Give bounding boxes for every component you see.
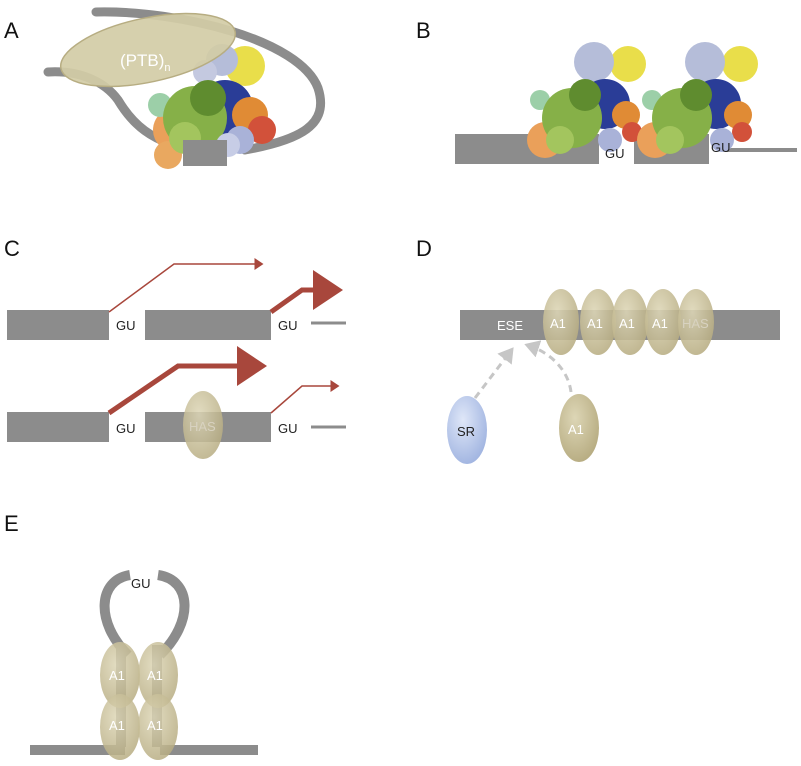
gu-label-e: GU (131, 576, 151, 591)
gu-label-c-bottom-2: GU (278, 421, 298, 436)
has-label-c: HAS (189, 419, 216, 434)
a1-protein (100, 694, 140, 760)
panel-e-letter: E (4, 511, 19, 536)
a1-label: A1 (147, 718, 163, 733)
panel-a-letter: A (4, 18, 19, 43)
gu-label-c-top-1: GU (116, 318, 136, 333)
gu-label-c-top-2: GU (278, 318, 298, 333)
rna-baseline (160, 745, 258, 755)
a1-label: A1 (652, 316, 668, 331)
splice-arrow-strong (269, 270, 343, 315)
panel-d-letter: D (416, 236, 432, 261)
a1-protein (645, 289, 681, 355)
ptb-multimer (59, 12, 237, 88)
has-bound-a1 (183, 391, 223, 459)
spliceosome-complex-1 (527, 42, 646, 158)
panel-e: E GU A1 A1 A1 A1 (4, 511, 258, 760)
panel-c-letter: C (4, 236, 20, 261)
gu-label-b-left: GU (605, 146, 625, 161)
panel-d: D ESE A1 A1 A1 A1 HAS SR A1 (416, 236, 780, 464)
dashed-arrow-a1 (524, 340, 573, 393)
a1-protein (138, 642, 178, 708)
ese-label: ESE (497, 318, 523, 333)
rna-baseline (30, 745, 125, 755)
a1-protein (100, 642, 140, 708)
a1-label: A1 (109, 668, 125, 683)
splice-arrow-weak (270, 380, 340, 414)
a1-protein (543, 289, 579, 355)
panel-a: A (PTB)n (4, 7, 326, 169)
a1-label: A1 (619, 316, 635, 331)
a1-protein (580, 289, 616, 355)
a1-label: A1 (587, 316, 603, 331)
ptb-label: (PTB)n (120, 51, 171, 74)
sr-protein (447, 396, 487, 464)
a1-label: A1 (550, 316, 566, 331)
a1-protein-free (559, 394, 599, 462)
has-label-d: HAS (682, 316, 709, 331)
spliceosome-complex (148, 44, 276, 169)
splice-arrow-weak (108, 258, 264, 313)
a1-label: A1 (147, 668, 163, 683)
has-bound-a1 (678, 289, 714, 355)
exon-block (7, 412, 109, 442)
splice-arrow-strong (107, 346, 267, 416)
a1-label: A1 (109, 718, 125, 733)
exon-block (145, 310, 271, 340)
exon-block (183, 140, 227, 166)
a1-protein (138, 694, 178, 760)
spliceosome-complex-2 (637, 42, 758, 158)
dashed-arrow-sr (473, 347, 514, 399)
exon-block (7, 310, 109, 340)
gu-label-b-right: GU (711, 140, 731, 155)
a1-protein (612, 289, 648, 355)
sr-label: SR (457, 424, 475, 439)
a1-label-free: A1 (568, 422, 584, 437)
panel-c: C GU GU HAS GU GU (4, 236, 346, 459)
gu-label-c-bottom-1: GU (116, 421, 136, 436)
panel-b-letter: B (416, 18, 431, 43)
panel-b: B (416, 18, 797, 164)
